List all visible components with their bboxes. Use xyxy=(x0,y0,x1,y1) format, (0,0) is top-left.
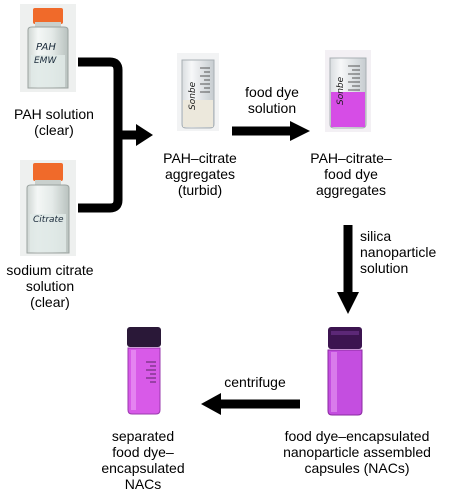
citrate-caption: sodium citrate solution (clear) xyxy=(6,262,94,310)
dye-aggregates-tube: Sonbe xyxy=(325,50,371,132)
separated-nacs-tube xyxy=(127,327,161,415)
add-dye-step-label: food dye solution xyxy=(245,84,299,116)
aggregates-caption: PAH–citrate aggregates (turbid) xyxy=(163,150,237,198)
merge-bracket-arrow xyxy=(78,57,153,213)
centrifuge-step-label: centrifuge xyxy=(224,374,286,390)
citrate-solution-bottle: Citrate xyxy=(20,160,76,256)
citrate-vial-label: Citrate xyxy=(33,215,64,225)
aggregates-tube: Sonbe xyxy=(177,53,219,131)
pah-bottle-cap xyxy=(33,8,63,24)
pah-caption: PAH solution (clear) xyxy=(14,106,94,138)
pah-solution-bottle: PAH EMW xyxy=(20,4,76,92)
add-silica-step-label: silica nanoparticle solution xyxy=(360,228,437,276)
separated-tube-cap xyxy=(127,327,161,347)
add-dye-arrow xyxy=(232,121,310,141)
pah-vial-label-2: EMW xyxy=(34,56,57,66)
nacs-tube xyxy=(327,327,363,416)
citrate-bottle-cap xyxy=(33,163,63,181)
nacs-caption: food dye–encapsulated nanoparticle assem… xyxy=(283,428,431,476)
nacs-tube-cap xyxy=(328,327,362,349)
centrifuge-arrow xyxy=(201,393,300,415)
dye-aggregates-caption: PAH–citrate– food dye aggregates xyxy=(310,150,392,198)
pah-vial-label: PAH xyxy=(36,42,56,53)
separated-caption: separated food dye– encapsulated NACs xyxy=(101,428,185,492)
dye-aggregates-vial-label: Sonbe xyxy=(336,76,346,105)
add-silica-arrow xyxy=(337,225,359,314)
aggregates-vial-label: Sonbe xyxy=(188,81,198,110)
